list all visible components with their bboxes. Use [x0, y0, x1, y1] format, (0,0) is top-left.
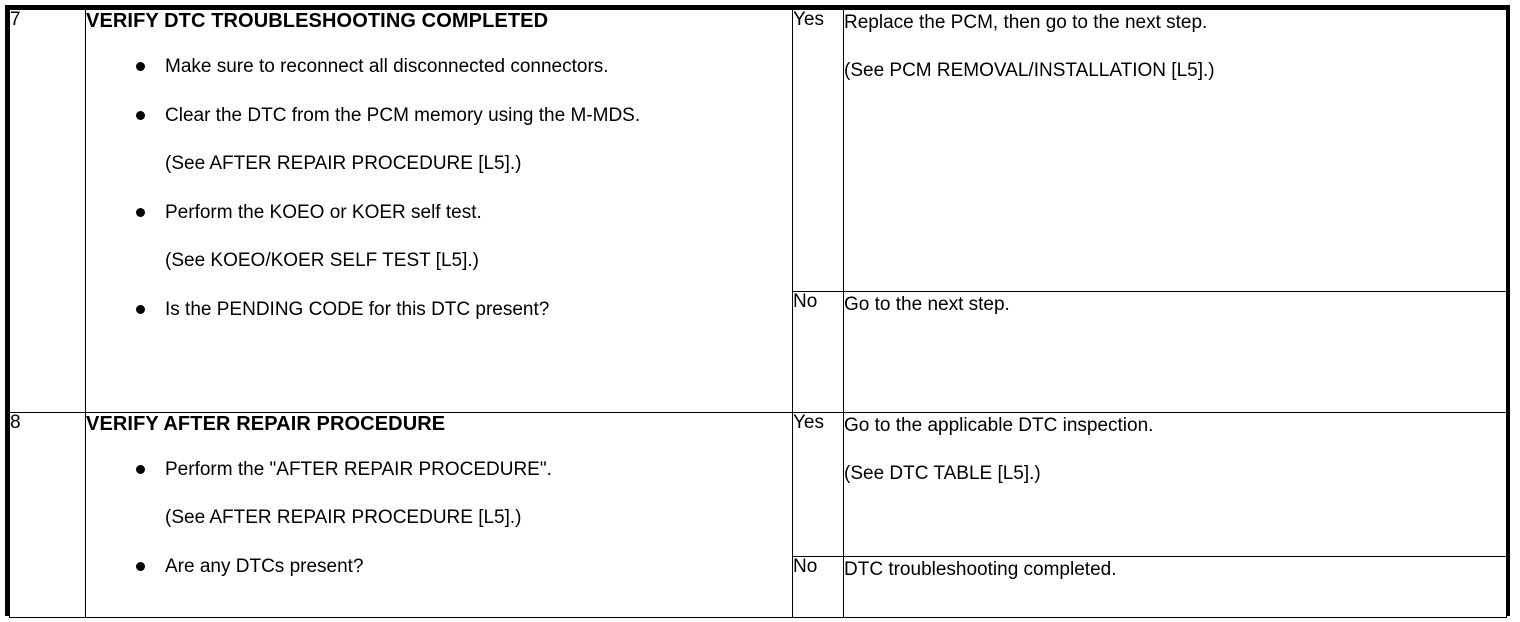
list-item: Is the PENDING CODE for this DTC present…	[86, 297, 792, 324]
bullet-icon	[136, 562, 145, 572]
list-item: Perform the KOEO or KOER self test.	[86, 200, 792, 227]
step-number-cell: 7	[9, 9, 86, 413]
list-item: Make sure to reconnect all disconnected …	[86, 54, 792, 81]
list-item-reference: (See AFTER REPAIR PROCEDURE [L5].)	[165, 152, 522, 174]
step-number-cell: 8	[9, 412, 86, 618]
action-line: Go to the next step.	[844, 294, 1010, 315]
answer-label-yes: Yes	[792, 412, 844, 557]
action-reference: (See PCM REMOVAL/INSTALLATION [L5].)	[844, 59, 1215, 81]
list-item-reference: (See KOEO/KOER SELF TEST [L5].)	[165, 249, 479, 271]
inspection-title: VERIFY DTC TROUBLESHOOTING COMPLETED	[86, 10, 549, 32]
list-item: Are any DTCs present?	[86, 554, 792, 581]
table-row: 8 VERIFY AFTER REPAIR PROCEDURE Perform …	[9, 412, 1507, 618]
list-item-label: Make sure to reconnect all disconnected …	[165, 56, 609, 77]
dtc-troubleshooting-table: 7 VERIFY DTC TROUBLESHOOTING COMPLETED M…	[5, 5, 1510, 618]
action-cell-no: DTC troubleshooting completed.	[843, 556, 1507, 618]
action-reference: (See DTC TABLE [L5].)	[844, 462, 1041, 484]
action-cell-yes: Replace the PCM, then go to the next ste…	[843, 9, 1507, 292]
answer-label-no: No	[792, 556, 844, 618]
action-cell-yes: Go to the applicable DTC inspection. (Se…	[843, 412, 1507, 557]
inspection-cell: VERIFY DTC TROUBLESHOOTING COMPLETED Mak…	[85, 9, 793, 413]
list-item-label: Clear the DTC from the PCM memory using …	[165, 104, 641, 126]
list-item-label: Is the PENDING CODE for this DTC present…	[165, 298, 550, 320]
inspection-cell: VERIFY AFTER REPAIR PROCEDURE Perform th…	[85, 412, 793, 618]
bullet-icon	[136, 62, 145, 72]
list-item: Perform the "AFTER REPAIR PROCEDURE".	[86, 457, 792, 484]
action-line: Replace the PCM, then go to the next ste…	[844, 12, 1208, 33]
inspection-item-list: Make sure to reconnect all disconnected …	[86, 54, 792, 324]
bullet-icon	[136, 465, 145, 475]
list-item-label: Are any DTCs present?	[165, 555, 364, 577]
answer-label-yes: Yes	[792, 9, 844, 292]
list-item: Clear the DTC from the PCM memory using …	[86, 103, 792, 130]
action-line: Go to the applicable DTC inspection.	[844, 415, 1154, 436]
bullet-icon	[136, 208, 145, 218]
list-item-reference: (See AFTER REPAIR PROCEDURE [L5].)	[165, 506, 522, 528]
action-cell-no: Go to the next step.	[843, 291, 1507, 413]
list-item-label: Perform the "AFTER REPAIR PROCEDURE".	[165, 459, 552, 480]
inspection-item-list: Perform the "AFTER REPAIR PROCEDURE". (S…	[86, 457, 792, 581]
inspection-title: VERIFY AFTER REPAIR PROCEDURE	[86, 413, 446, 435]
bullet-icon	[136, 305, 145, 315]
answer-label-no: No	[792, 291, 844, 413]
list-item-label: Perform the KOEO or KOER self test.	[165, 201, 482, 223]
action-line: DTC troubleshooting completed.	[844, 559, 1117, 580]
bullet-icon	[136, 111, 145, 121]
table-row: 7 VERIFY DTC TROUBLESHOOTING COMPLETED M…	[9, 9, 1507, 413]
table-row: No DTC troubleshooting completed.	[10, 556, 1507, 618]
table-row: No Go to the next step.	[10, 291, 1507, 413]
